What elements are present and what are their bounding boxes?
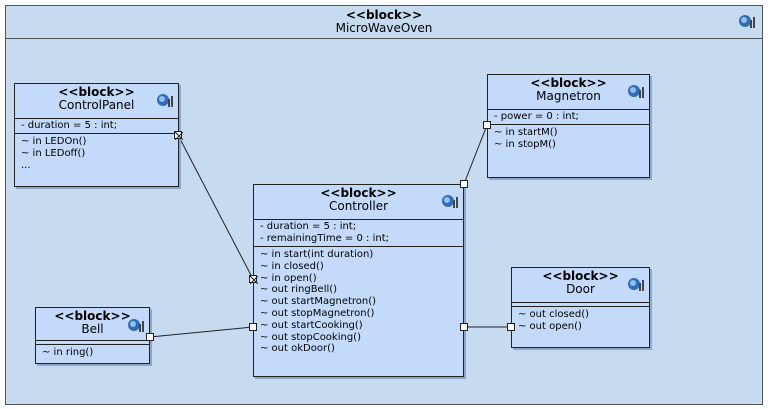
attribute-compartment: - duration = 5 : int; <box>15 119 178 134</box>
block-stereotype: <<block>> <box>320 186 397 200</box>
operation: ~ in open() <box>260 272 317 284</box>
attribute: - power = 0 : int; <box>494 111 579 122</box>
operation-compartment: ~ in startM() ~ in stopM() <box>488 125 649 153</box>
attribute-compartment <box>512 303 649 307</box>
connector-controlpanel-controller[interactable] <box>177 134 254 280</box>
block-icon <box>128 319 144 332</box>
operation: ~ out closed() <box>518 309 590 320</box>
attribute: - remainingTime = 0 : int; <box>260 233 389 244</box>
attribute-compartment: - power = 0 : int; <box>488 110 649 125</box>
block-icon <box>628 278 644 291</box>
block-stereotype: <<block>> <box>530 76 607 90</box>
operation: ~ out stopMagnetron() <box>260 307 375 319</box>
block-name: Controller <box>328 199 389 213</box>
operation-compartment: ~ in ring() <box>36 345 149 361</box>
operation: ~ in startM() <box>494 127 558 138</box>
operation: ~ in ring() <box>42 347 94 358</box>
port-icon[interactable] <box>249 323 257 331</box>
block-icon <box>628 85 644 98</box>
connector-bell-controller[interactable] <box>149 326 254 338</box>
block-stereotype: <<block>> <box>58 85 135 99</box>
attribute: - duration = 5 : int; <box>21 120 118 131</box>
operation: ~ out startMagnetron() <box>260 296 377 308</box>
block-stereotype: <<block>> <box>54 309 131 323</box>
block-header: <<block>> Magnetron <box>488 77 649 110</box>
operation: ~ out okDoor() <box>260 343 335 355</box>
operation: ~ in LEDOn() <box>21 136 87 147</box>
block-name: Magnetron <box>536 89 601 103</box>
operation: ~ in stopM() <box>494 138 556 150</box>
port-icon[interactable] <box>483 121 491 129</box>
attribute-compartment: - duration = 5 : int; - remainingTime = … <box>254 220 463 247</box>
port-icon[interactable] <box>146 333 154 341</box>
operation: ... <box>21 159 31 171</box>
frame-header: <<block>> MicroWaveOven <box>6 6 762 39</box>
block-header: <<block>> Bell <box>36 310 149 341</box>
block-icon <box>157 94 173 107</box>
operation: ~ out startCooking() <box>260 319 363 331</box>
operation: ~ out ringBell() <box>260 284 338 296</box>
block-header: <<block>> Door <box>512 270 649 303</box>
port-icon[interactable] <box>507 323 515 331</box>
operation-compartment: ~ out closed() ~ out open() <box>512 307 649 335</box>
block-name: ControlPanel <box>58 98 135 112</box>
flow-port-icon[interactable] <box>249 275 258 284</box>
operation: ~ in LEDoff() <box>21 147 86 159</box>
operation: ~ out stopCooking() <box>260 331 361 343</box>
block-icon <box>442 195 458 208</box>
port-icon[interactable] <box>460 323 468 331</box>
operation-compartment: ~ in LEDOn() ~ in LEDoff() ... <box>15 134 178 173</box>
attribute-compartment <box>36 341 149 345</box>
operation: ~ in closed() <box>260 260 324 272</box>
block-stereotype: <<block>> <box>542 269 619 283</box>
block-controller[interactable]: <<block>> Controller - duration = 5 : in… <box>253 184 464 377</box>
operation: ~ out open() <box>518 320 582 332</box>
block-bell[interactable]: <<block>> Bell ~ in ring() <box>35 307 150 364</box>
block-door[interactable]: <<block>> Door ~ out closed() ~ out open… <box>511 267 650 348</box>
block-icon <box>739 15 755 28</box>
connector-magnetron-controller[interactable] <box>463 124 488 185</box>
flow-port-icon[interactable] <box>174 131 183 140</box>
block-name: Door <box>566 282 595 296</box>
attribute: - duration = 5 : int; <box>260 221 357 232</box>
block-header: <<block>> ControlPanel <box>15 86 178 119</box>
block-header: <<block>> Controller <box>254 187 463 220</box>
port-icon[interactable] <box>460 180 468 188</box>
operation-compartment: ~ in start(int duration) ~ in closed() ~… <box>254 247 463 357</box>
block-magnetron[interactable]: <<block>> Magnetron - power = 0 : int; ~… <box>487 74 650 178</box>
operation: ~ in start(int duration) <box>260 249 374 260</box>
block-name: Bell <box>81 322 104 336</box>
frame-name: MicroWaveOven <box>335 21 433 35</box>
frame-stereotype: <<block>> <box>345 8 423 22</box>
block-control-panel[interactable]: <<block>> ControlPanel - duration = 5 : … <box>14 83 179 187</box>
